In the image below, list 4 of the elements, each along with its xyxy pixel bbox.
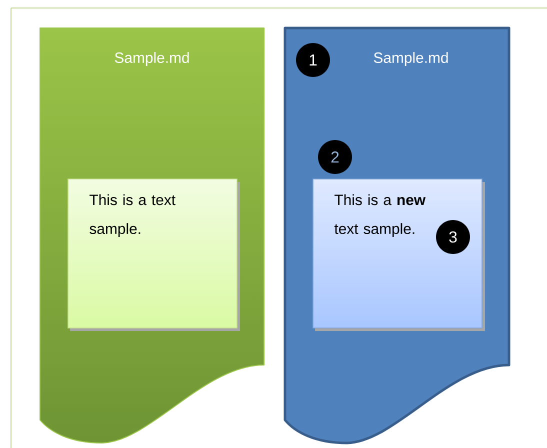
callout-number: 1 bbox=[296, 43, 330, 77]
note-box: This is a text sample. bbox=[68, 178, 240, 331]
callout-number: 3 bbox=[436, 220, 470, 254]
callout-number: 2 bbox=[318, 140, 352, 174]
